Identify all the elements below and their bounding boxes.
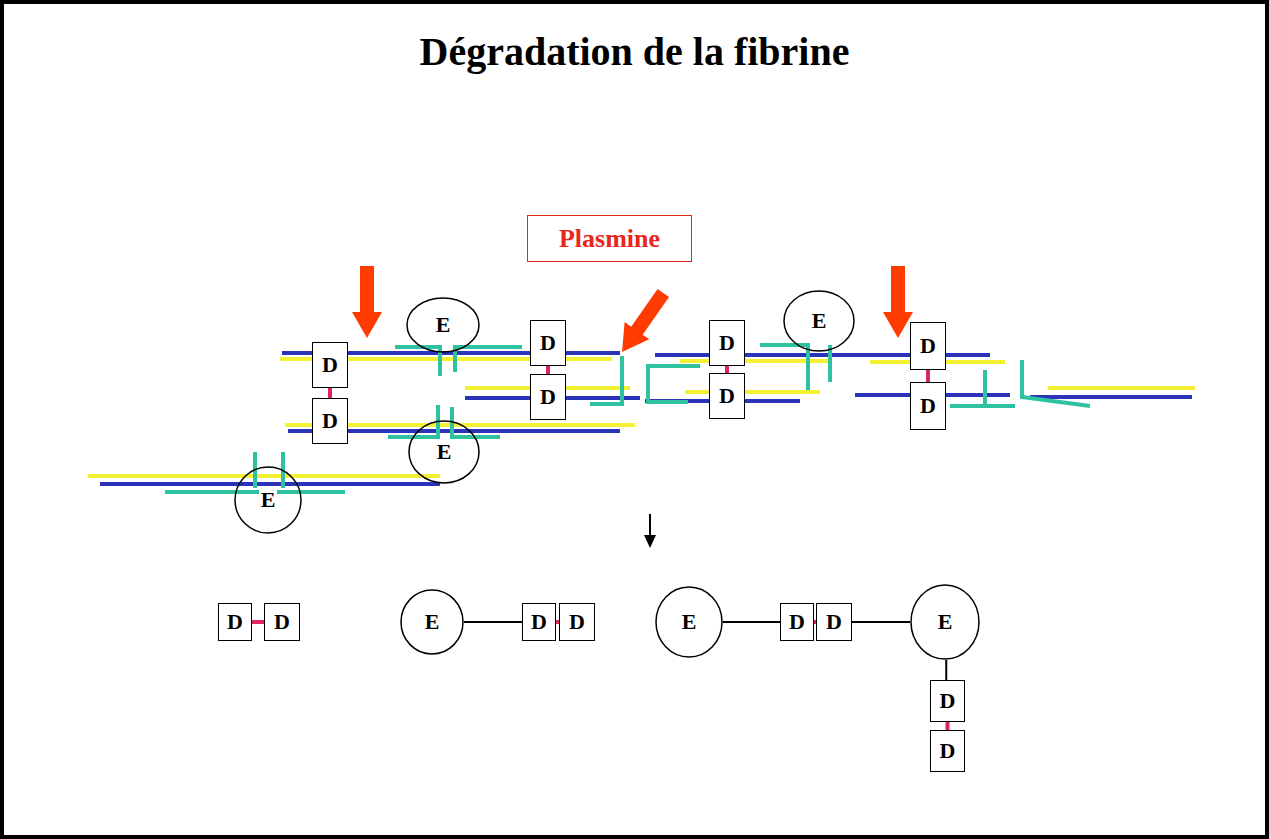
- crosslink: [946, 722, 950, 730]
- d-domain-box: D: [930, 680, 965, 722]
- domain-label: D: [227, 609, 243, 635]
- d-domain-box: D: [218, 603, 252, 641]
- e-domain-circle: E: [910, 584, 980, 660]
- domain-label: E: [434, 313, 453, 337]
- reaction-arrow: [644, 514, 656, 548]
- crosslink: [546, 366, 550, 374]
- domain-label: D: [789, 609, 805, 635]
- crosslink: [725, 366, 729, 373]
- d-domain-box: D: [709, 373, 745, 419]
- domain-label: D: [719, 383, 735, 409]
- enzyme-label: Plasmine: [559, 224, 660, 254]
- d-domain-box: D: [530, 374, 566, 420]
- d-domain-box: D: [312, 398, 348, 444]
- domain-label: D: [540, 384, 556, 410]
- d-domain-box: D: [522, 603, 556, 641]
- domain-label: E: [810, 309, 829, 333]
- crosslink: [926, 370, 930, 382]
- domain-label: D: [719, 330, 735, 356]
- peptide-link: [945, 660, 947, 680]
- domain-label: E: [936, 610, 955, 634]
- e-domain-circle: E: [400, 589, 464, 655]
- d-domain-box: D: [816, 603, 852, 641]
- e-domain-circle: E: [655, 586, 723, 658]
- domain-label: E: [423, 610, 442, 634]
- enzyme-box: Plasmine: [527, 215, 692, 262]
- domain-label: D: [569, 609, 585, 635]
- domain-label: D: [274, 609, 290, 635]
- domain-label: E: [435, 440, 454, 464]
- d-domain-box: D: [312, 342, 348, 388]
- crosslink: [252, 620, 264, 624]
- peptide-link: [464, 621, 522, 623]
- domain-label: D: [940, 688, 956, 714]
- e-domain-circle: E: [406, 297, 480, 353]
- domain-label: D: [920, 333, 936, 359]
- d-domain-box: D: [910, 322, 946, 370]
- d-domain-box: D: [930, 730, 965, 772]
- diagram-title: Dégradation de la fibrine: [0, 28, 1269, 75]
- d-domain-box: D: [780, 603, 814, 641]
- domain-label: D: [540, 330, 556, 356]
- e-domain-circle: E: [408, 420, 480, 484]
- d-domain-box: D: [264, 603, 300, 641]
- d-domain-box: D: [530, 320, 566, 366]
- peptide-link: [852, 621, 910, 623]
- domain-label: E: [259, 488, 278, 512]
- e-domain-circle: E: [234, 466, 302, 534]
- d-domain-box: D: [910, 382, 946, 430]
- domain-label: D: [531, 609, 547, 635]
- d-domain-box: D: [709, 320, 745, 366]
- d-domain-box: D: [559, 603, 595, 641]
- domain-label: D: [826, 609, 842, 635]
- domain-label: E: [680, 610, 699, 634]
- domain-label: D: [940, 738, 956, 764]
- domain-label: D: [322, 352, 338, 378]
- cleavage-arrows: [352, 266, 913, 361]
- peptide-link: [723, 621, 780, 623]
- e-domain-circle: E: [783, 290, 855, 352]
- domain-label: D: [920, 393, 936, 419]
- crosslink: [328, 388, 332, 398]
- domain-label: D: [322, 408, 338, 434]
